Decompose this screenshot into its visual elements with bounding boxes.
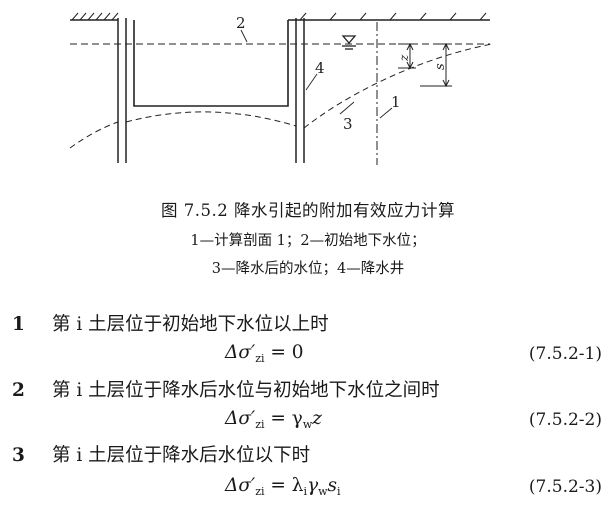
eq-rhs-tail: s <box>327 475 338 496</box>
figure-legend-line1: 1—计算剖面 1；2—初始地下水位； <box>190 233 426 249</box>
eq-rhs-sub: w <box>302 418 313 431</box>
s-dimension <box>420 42 452 88</box>
label-2: 2 <box>236 14 246 32</box>
equation-3: Δσ′zi = λiγwsi <box>225 475 341 498</box>
equation-number-3: (7.5.2-3) <box>528 477 602 497</box>
dewatering-diagram: 2 4 3 1 z s <box>69 12 493 165</box>
label-z: z <box>397 54 411 62</box>
lowered-water-level-middle <box>125 111 297 127</box>
equation-1: Δσ′zi = 0 <box>225 342 304 365</box>
equation-number-2: (7.5.2-2) <box>528 410 602 430</box>
lowered-water-level-right <box>303 43 493 129</box>
clause-text: 第 i 土层位于初始地下水位以上时 <box>52 314 329 335</box>
eq-rhs-mid: γ <box>307 475 319 496</box>
clause-number: 2 <box>12 380 25 401</box>
eq-lhs: Δσ′ <box>225 408 256 429</box>
clause-text: 第 i 土层位于降水后水位与初始地下水位之间时 <box>52 380 440 401</box>
figure-legend-line2: 3—降水后的水位；4—降水井 <box>211 261 405 277</box>
ground-hatching <box>71 12 487 21</box>
label-4: 4 <box>315 59 325 77</box>
lowered-water-level-left <box>69 121 119 149</box>
equation-2: Δσ′zi = γwz <box>225 408 322 431</box>
clause-number: 1 <box>12 314 25 335</box>
clause-item-1: 1 第 i 土层位于初始地下水位以上时 <box>12 310 329 336</box>
dewatering-well-right <box>295 18 305 163</box>
clause-item-3: 3 第 i 土层位于降水后水位以下时 <box>12 441 310 467</box>
eq-lhs: Δσ′ <box>225 475 256 496</box>
equation-number-1: (7.5.2-1) <box>528 344 602 364</box>
eq-rhs: = γ <box>270 408 303 429</box>
label-1: 1 <box>391 93 401 111</box>
clause-item-2: 2 第 i 土层位于降水后水位与初始地下水位之间时 <box>12 376 440 402</box>
leader-lines <box>240 29 393 119</box>
water-level-symbol <box>341 35 357 50</box>
clause-text: 第 i 土层位于降水后水位以下时 <box>52 445 311 466</box>
eq-rhs-sub: i <box>303 485 308 498</box>
eq-lhs-sub: zi <box>255 485 265 498</box>
eq-rhs: = λ <box>270 475 304 496</box>
label-3: 3 <box>343 115 353 133</box>
eq-lhs: Δσ′ <box>225 342 256 363</box>
clause-number: 3 <box>12 445 25 466</box>
excavation-pit <box>133 20 289 107</box>
label-s: s <box>433 63 448 70</box>
eq-rhs-sub3: i <box>337 485 341 498</box>
eq-rhs-tail: z <box>312 408 323 429</box>
eq-rhs-sub2: w <box>318 485 328 498</box>
eq-rhs: = 0 <box>270 342 304 363</box>
z-dimension <box>398 42 416 70</box>
dewatering-well-left <box>117 18 127 163</box>
eq-lhs-sub: zi <box>255 352 265 365</box>
figure-caption-title: 图 7.5.2 降水引起的附加有效应力计算 <box>161 201 455 220</box>
eq-lhs-sub: zi <box>255 418 265 431</box>
